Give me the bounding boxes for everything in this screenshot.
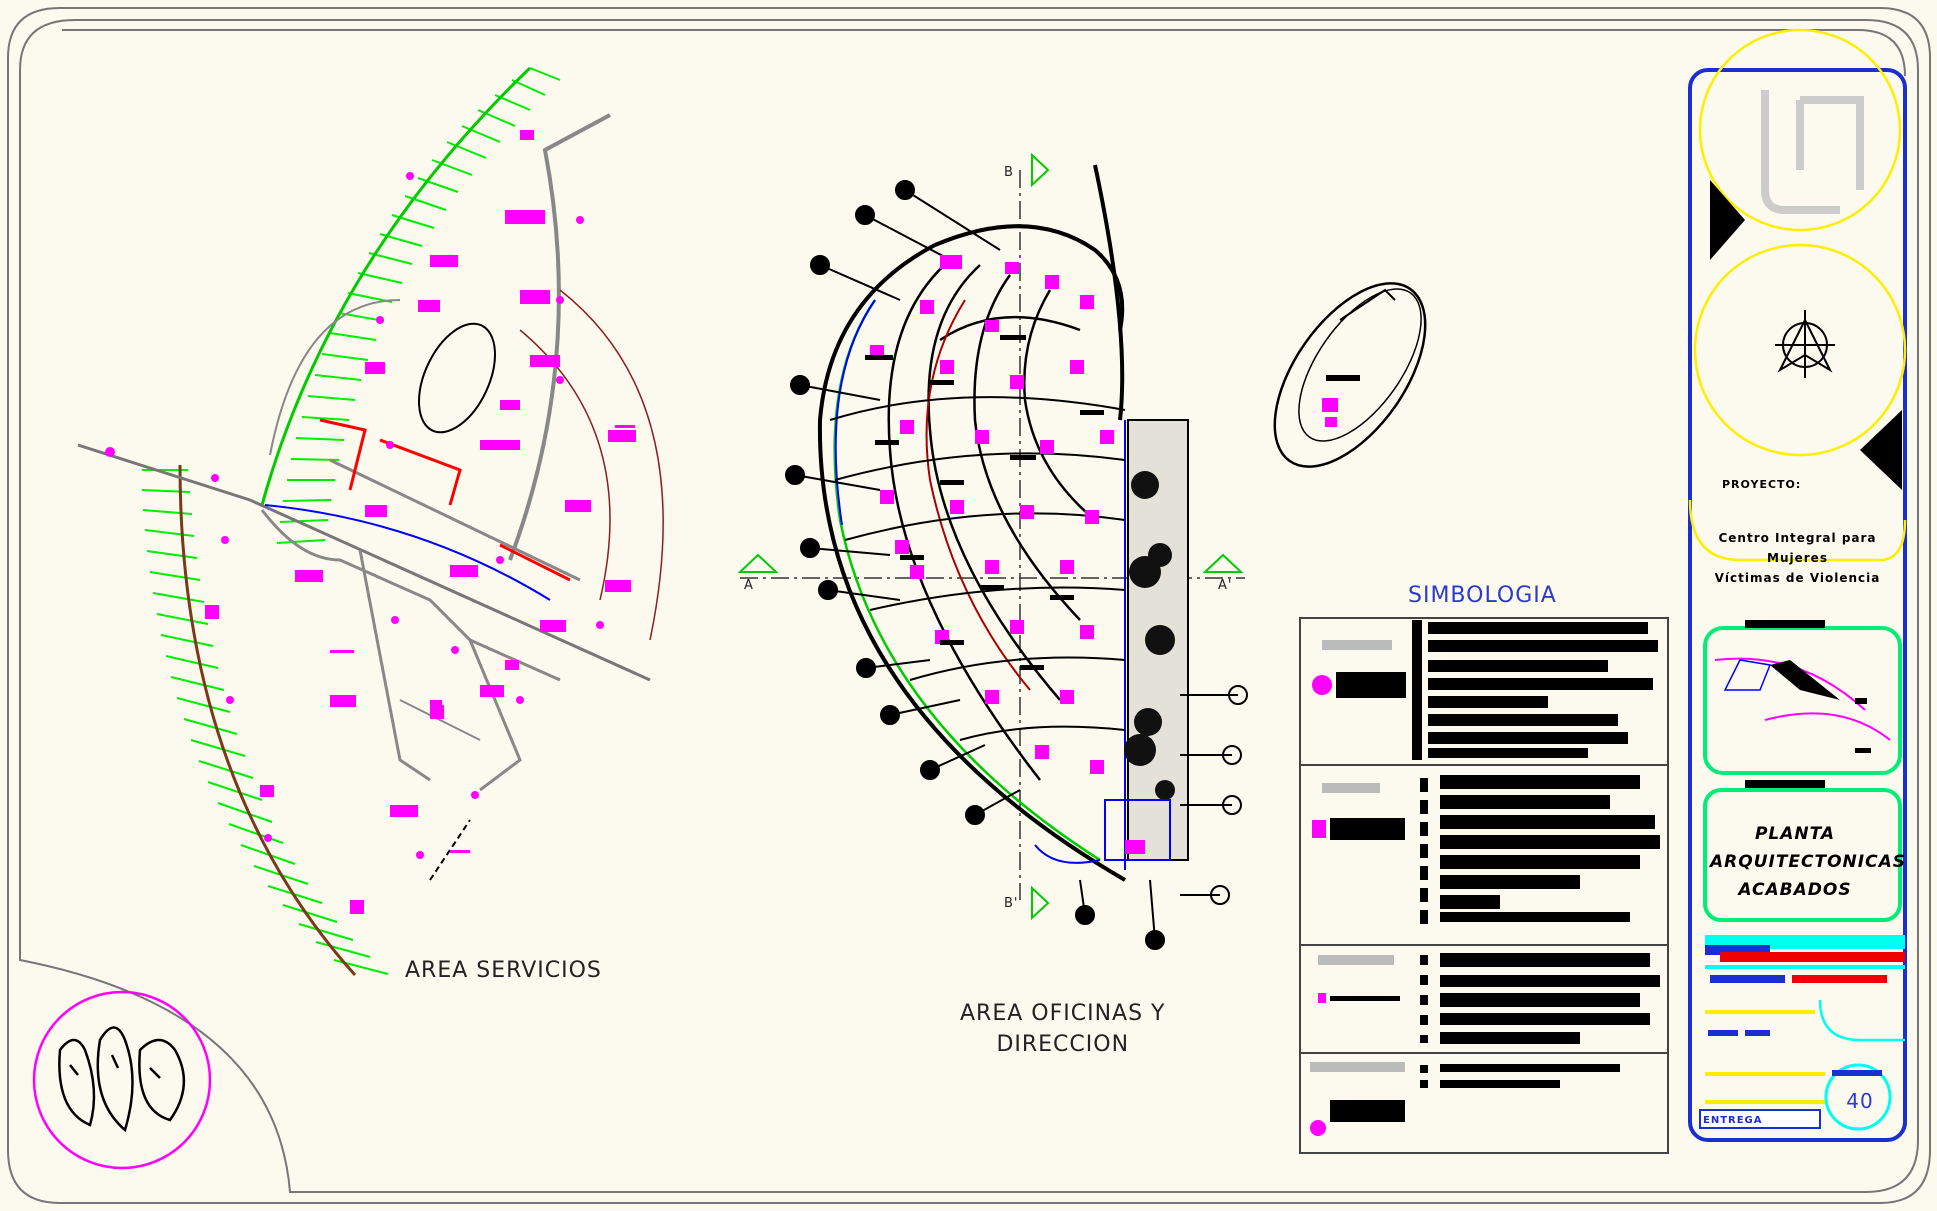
section-mark-a: A bbox=[744, 578, 754, 593]
area-servicios-plan bbox=[77, 66, 664, 977]
sheet-number: 40 bbox=[1846, 1089, 1874, 1113]
plan-line1: PLANTA bbox=[1754, 824, 1836, 844]
title-block bbox=[1688, 28, 1907, 1142]
legend-title: SIMBOLOGIA bbox=[1408, 583, 1557, 608]
grid-bubbles bbox=[785, 180, 1248, 950]
area-oficinas-plan bbox=[737, 152, 1248, 950]
faces-logo-icon bbox=[32, 990, 212, 1170]
plan-line2: ARQUITECTONICAS bbox=[1710, 852, 1906, 872]
section-mark-a-prime: A' bbox=[1218, 578, 1233, 593]
delivery-label: ENTREGA bbox=[1703, 1115, 1763, 1126]
project-line1: Centro Integral para Mujeres bbox=[1718, 531, 1877, 565]
section-markers bbox=[737, 152, 1244, 921]
finish-tags bbox=[205, 130, 636, 914]
area-oficinas-line1: AREA OFICINAS Y bbox=[960, 1001, 1166, 1026]
area-oficinas-label: AREA OFICINAS Y DIRECCION bbox=[960, 998, 1166, 1060]
project-line2: Víctimas de Violencia bbox=[1714, 571, 1881, 585]
plan-line3: ACABADOS bbox=[1738, 880, 1852, 900]
ellipse-detail bbox=[1273, 282, 1427, 468]
project-name: Centro Integral para Mujeres Víctimas de… bbox=[1695, 528, 1900, 588]
section-mark-b-prime: B' bbox=[1004, 896, 1019, 911]
area-servicios-label: AREA SERVICIOS bbox=[405, 958, 602, 983]
plan-title: PLANTA ARQUITECTONICAS ACABADOS bbox=[1710, 820, 1906, 904]
section-mark-b: B bbox=[1004, 165, 1014, 180]
legend-table bbox=[1299, 617, 1669, 1154]
logo-icon bbox=[1761, 90, 1864, 214]
north-arrow-icon bbox=[1775, 310, 1835, 378]
project-label: PROYECTO: bbox=[1722, 478, 1802, 491]
sheet-frame bbox=[7, 7, 1931, 1204]
area-oficinas-line2: DIRECCION bbox=[996, 1032, 1130, 1057]
